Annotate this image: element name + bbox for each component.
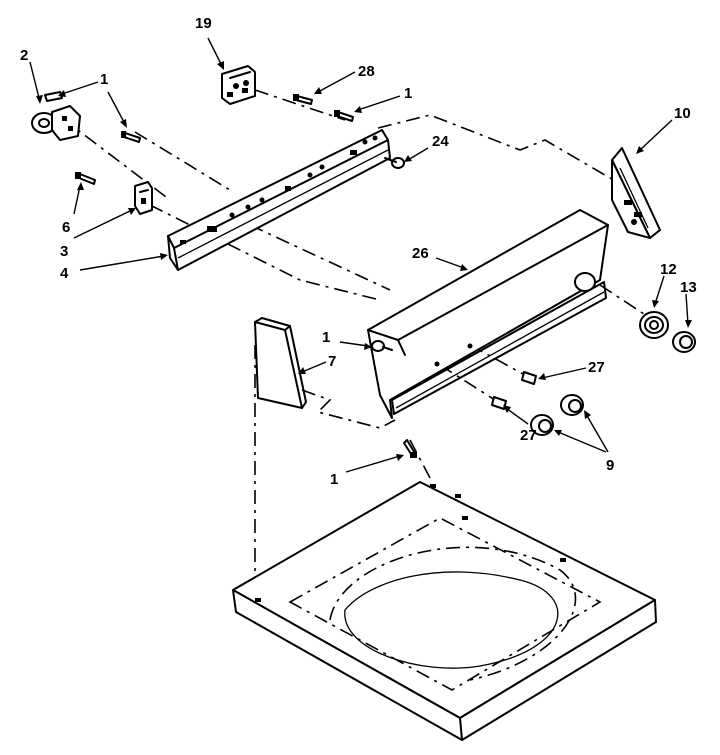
callout-1-mid: 1 bbox=[322, 329, 330, 346]
console-housing-part-26 bbox=[367, 209, 609, 419]
cabinet-top bbox=[232, 481, 657, 741]
callout-1-bottom: 1 bbox=[330, 471, 338, 488]
bracket-part-19 bbox=[221, 65, 256, 105]
callout-24: 24 bbox=[432, 133, 449, 150]
callout-labels: 2 1 19 28 1 24 10 6 3 4 26 12 13 1 7 27 … bbox=[20, 15, 697, 488]
callout-9: 9 bbox=[606, 457, 614, 474]
knob-part-13 bbox=[672, 331, 696, 353]
callout-27-lower: 27 bbox=[520, 427, 537, 444]
callout-19: 19 bbox=[195, 15, 212, 32]
callout-10: 10 bbox=[674, 105, 691, 122]
screw-part-1 bbox=[121, 131, 141, 143]
end-cap-part-10 bbox=[611, 147, 661, 239]
callout-26: 26 bbox=[412, 245, 429, 262]
callout-2: 2 bbox=[20, 47, 28, 64]
clip-part-3 bbox=[134, 181, 153, 215]
screw-part-24 bbox=[384, 157, 405, 169]
callout-1-top-left: 1 bbox=[100, 71, 108, 88]
screw-part-28 bbox=[293, 94, 354, 122]
leader-lines bbox=[29, 37, 692, 473]
callout-4: 4 bbox=[60, 265, 69, 282]
console-bracket-part-4 bbox=[167, 129, 391, 271]
callout-12: 12 bbox=[660, 261, 677, 278]
spacer-part-27 bbox=[491, 371, 537, 410]
timer-switch-part bbox=[31, 91, 81, 141]
screw-part-1-console bbox=[371, 340, 393, 352]
callout-6: 6 bbox=[62, 219, 70, 236]
screw-part-6 bbox=[75, 172, 96, 185]
callout-13: 13 bbox=[680, 279, 697, 296]
callout-1-top-right: 1 bbox=[404, 85, 412, 102]
screw-part-1-bottom bbox=[403, 439, 417, 458]
assembly-guide-lines bbox=[61, 89, 651, 595]
side-panel-part-7 bbox=[254, 317, 307, 409]
callout-28: 28 bbox=[358, 63, 375, 80]
knob-part-12 bbox=[639, 311, 669, 339]
callout-3: 3 bbox=[60, 243, 68, 260]
callout-27-upper: 27 bbox=[588, 359, 605, 376]
knob-part-9 bbox=[530, 394, 584, 436]
callout-7: 7 bbox=[328, 353, 336, 370]
